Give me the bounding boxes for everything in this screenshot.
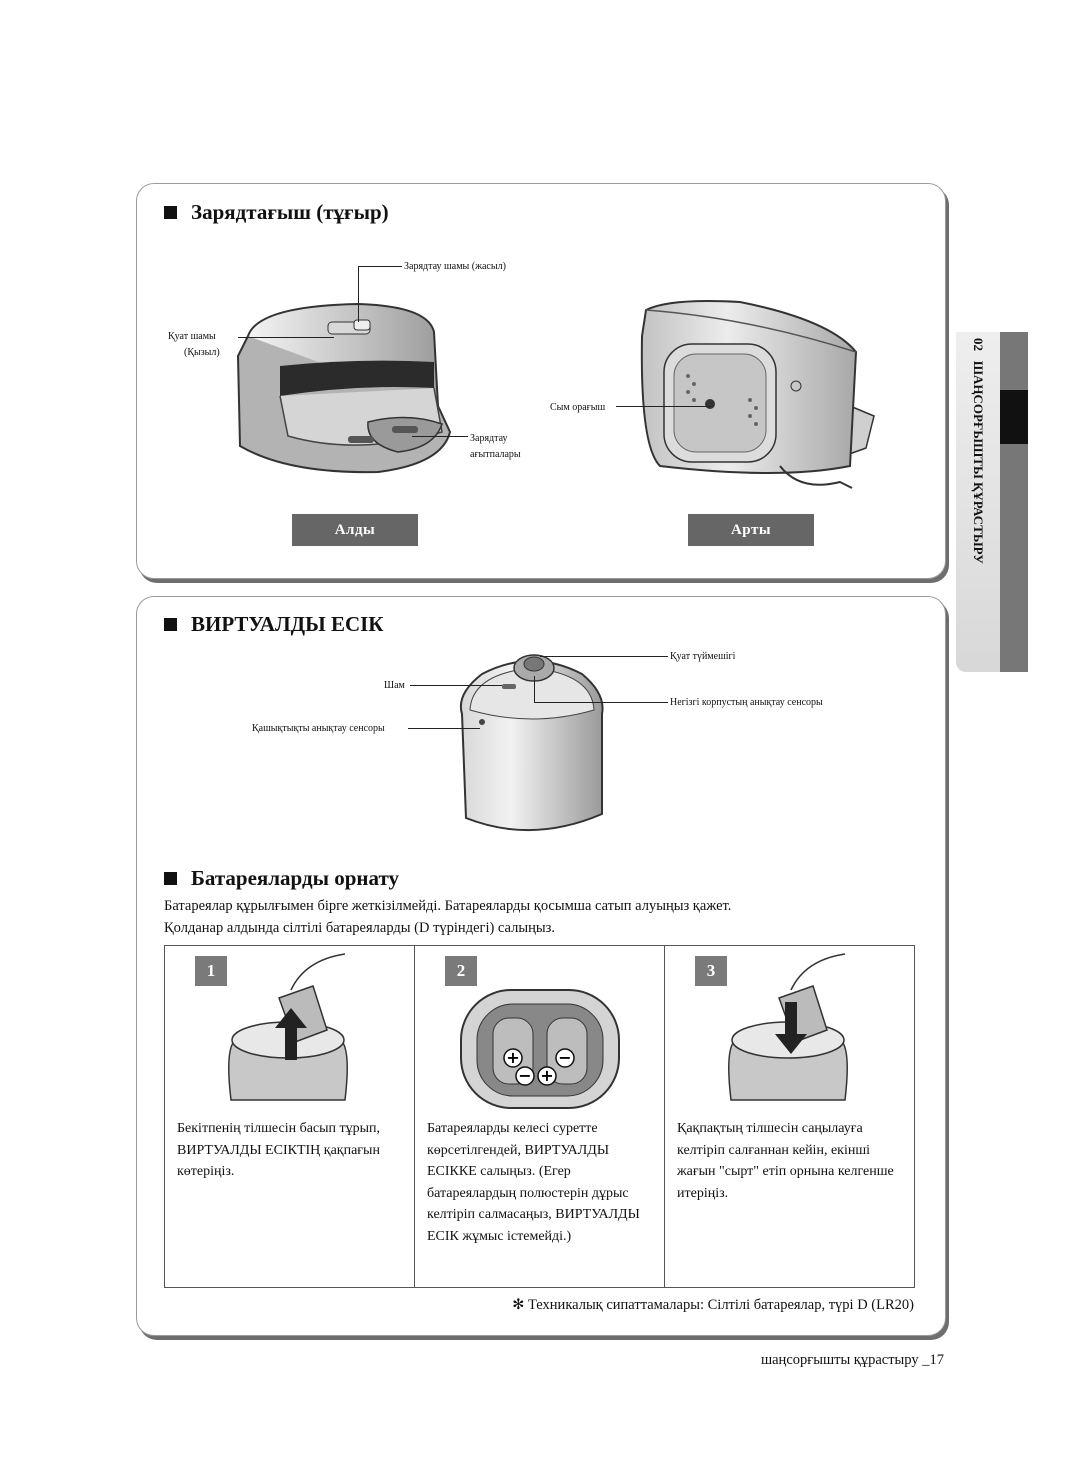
svg-text:−: − <box>518 1066 531 1085</box>
batteries-section-title: Батареяларды орнату <box>164 866 399 891</box>
battery-step-3: 3 Қақпақтың тілшесін саңылауға келтіріп … <box>665 946 914 1287</box>
intro-line-1: Батареялар құрылғымен бірге жеткізілмейд… <box>164 898 732 914</box>
charger-back-illustration <box>640 300 875 489</box>
batteries-title: Батареяларды орнату <box>191 866 400 890</box>
footer-section-name: шаңсорғышты құрастыру _ <box>760 1352 930 1368</box>
charger-section-title: Зарядтағыш (тұғыр) <box>164 200 389 225</box>
svg-text:+: + <box>540 1066 553 1085</box>
callout-distance-sensor: Қашықтықты анықтау сенсоры <box>252 723 385 734</box>
svg-text:+: + <box>506 1048 519 1067</box>
charger-front-illustration <box>236 302 452 474</box>
step-1-number: 1 <box>195 956 227 986</box>
callout-contacts-line2: ағытпалары <box>470 449 521 460</box>
chapter-side-tab: 02 ШАҢСОРҒЫШТЫ ҚҰРАСТЫРУ <box>956 332 1028 672</box>
front-view-label: Алды <box>292 514 418 546</box>
battery-step-2: + − − + 2 Батареяларды келесі суретте кө… <box>415 946 665 1287</box>
battery-spec-footnote: ✻ Техникалық сипаттамалары: Сілтілі бата… <box>512 1297 914 1314</box>
callout-lamp: Шам <box>384 680 405 691</box>
callout-contacts-line1: Зарядтау <box>470 433 508 444</box>
callout-cord-winder: Сым орағыш <box>550 402 606 413</box>
footnote-asterisk-icon: ✻ <box>512 1297 525 1313</box>
virtual-door-section-title: ВИРТУАЛДЫ ЕСІК <box>164 612 384 637</box>
chapter-label: ШАҢСОРҒЫШТЫ ҚҰРАСТЫРУ <box>971 360 986 564</box>
callout-charge-lamp: Зарядтау шамы (жасыл) <box>404 261 506 272</box>
step-3-number: 3 <box>695 956 727 986</box>
step-3-illustration <box>728 953 848 1101</box>
battery-step-1: 1 Бекітпенің тілшесін басып тұрып, ВИРТУ… <box>165 946 415 1287</box>
intro-line-2: Қолданар алдында сілтілі батареяларды (D… <box>164 920 555 936</box>
callout-power-lamp-line2: (Қызыл) <box>184 347 220 358</box>
page-footer: шаңсорғышты құрастыру _17 <box>761 1352 944 1369</box>
footnote-text: Техникалық сипаттамалары: Сілтілі батаре… <box>528 1297 914 1313</box>
virtual-door-illustration <box>460 654 604 831</box>
square-bullet-icon <box>164 872 177 885</box>
step-1-illustration <box>228 953 348 1101</box>
svg-text:−: − <box>558 1048 571 1067</box>
callout-power-button: Қуат түймешігі <box>670 651 736 662</box>
step-2-illustration: + − − + <box>460 989 620 1109</box>
battery-steps-table: 1 Бекітпенің тілшесін басып тұрып, ВИРТУ… <box>164 945 915 1288</box>
batteries-intro: Батареялар құрылғымен бірге жеткізілмейд… <box>164 895 731 939</box>
step-2-number: 2 <box>445 956 477 986</box>
callout-main-sensor: Негізгі корпустың анықтау сенсоры <box>670 697 823 708</box>
page-number: 17 <box>929 1352 945 1368</box>
chapter-tab-text: 02 ШАҢСОРҒЫШТЫ ҚҰРАСТЫРУ <box>962 338 994 668</box>
square-bullet-icon <box>164 618 177 631</box>
virtual-door-title: ВИРТУАЛДЫ ЕСІК <box>191 612 384 636</box>
step-3-text: Қақпақтың тілшесін саңылауға келтіріп са… <box>677 1121 894 1201</box>
step-1-text: Бекітпенің тілшесін басып тұрып, ВИРТУАЛ… <box>177 1121 381 1179</box>
callout-power-lamp-line1: Қуат шамы <box>168 331 216 342</box>
chapter-number: 02 <box>971 338 986 351</box>
square-bullet-icon <box>164 206 177 219</box>
step-2-text: Батареяларды келесі суретте көрсетілгенд… <box>427 1121 640 1244</box>
charger-title: Зарядтағыш (тұғыр) <box>191 200 389 224</box>
back-view-label: Арты <box>688 514 814 546</box>
